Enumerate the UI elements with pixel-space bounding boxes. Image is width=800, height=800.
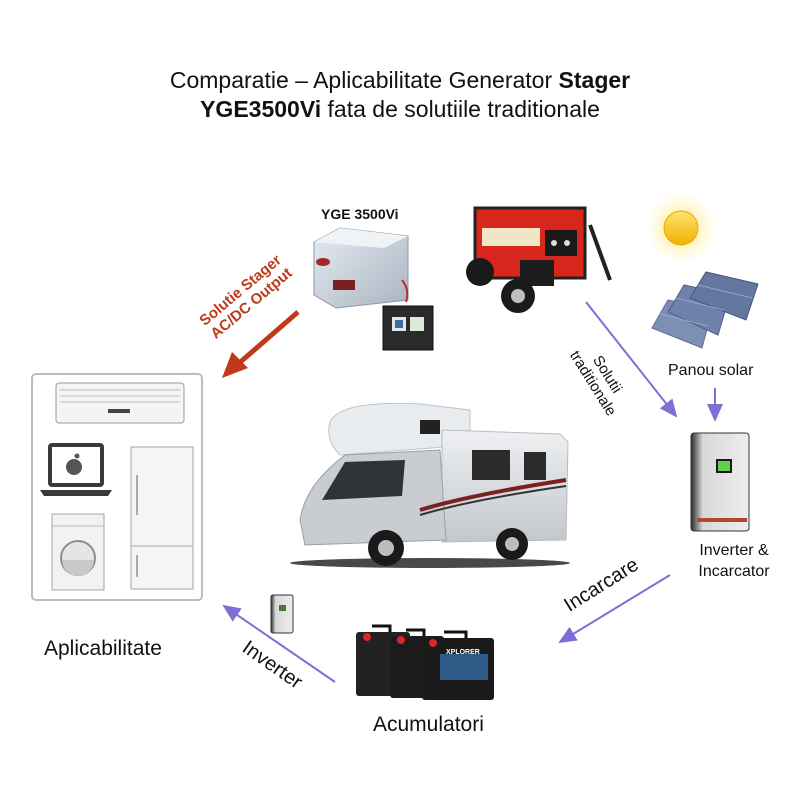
diagram-title: Comparatie – Aplicabilitate Generator St… bbox=[0, 66, 800, 124]
title-line1-bold: Stager bbox=[558, 67, 631, 93]
appliances-panel bbox=[31, 373, 203, 601]
solar-panel-label: Panou solar bbox=[668, 362, 754, 379]
batteries-icon bbox=[356, 624, 494, 700]
washing-machine-icon bbox=[51, 513, 105, 591]
small-inverter-icon bbox=[270, 594, 294, 634]
inverter-charger-line1: Inverter & bbox=[699, 542, 769, 559]
laptop-icon bbox=[40, 443, 112, 496]
battery-brand-label: XPLORER bbox=[446, 649, 480, 656]
batteries-label: Acumulatori bbox=[373, 713, 484, 736]
stager-generator-icon bbox=[313, 227, 434, 351]
solar-panel-icon bbox=[651, 271, 759, 349]
traditional-arrow bbox=[585, 301, 678, 418]
air-conditioner-icon bbox=[55, 382, 185, 424]
stager-output-arrow bbox=[222, 310, 300, 378]
inverter-charger-label: Inverter & Incarcator bbox=[682, 540, 786, 582]
stager-unit-label: YGE 3500Vi bbox=[321, 206, 399, 222]
title-line2-suffix: fata de solutiile traditionale bbox=[321, 96, 600, 122]
motorhome-icon bbox=[290, 402, 570, 568]
title-line1-prefix: Comparatie – Aplicabilitate Generator bbox=[169, 67, 559, 93]
refrigerator-icon bbox=[130, 446, 194, 590]
charging-arrow bbox=[558, 574, 671, 644]
inverter-charger-line2: Incarcator bbox=[698, 563, 770, 580]
gasoline-generator-icon bbox=[466, 206, 612, 313]
applicability-label: Aplicabilitate bbox=[44, 637, 162, 660]
sun-icon bbox=[645, 192, 717, 264]
inverter-arrow bbox=[222, 604, 336, 683]
title-line2-bold: YGE3500Vi bbox=[200, 96, 322, 122]
inverter-charger-icon bbox=[690, 432, 750, 532]
